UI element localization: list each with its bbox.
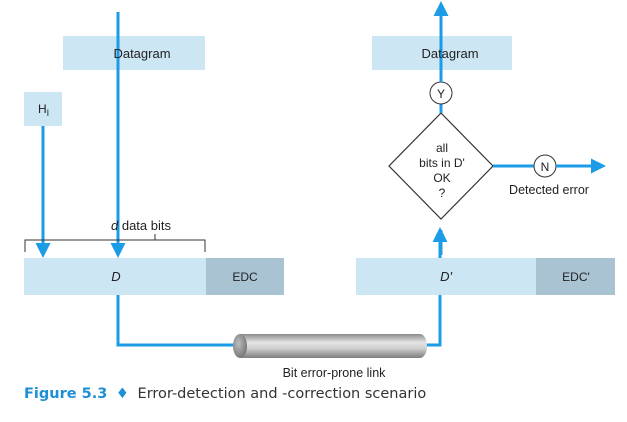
link-label: Bit error-prone link: [283, 366, 387, 380]
receiver-datagram-label: Datagram: [421, 46, 478, 61]
sender-datagram-label: Datagram: [113, 46, 170, 61]
figure-number: Figure 5.3: [24, 386, 108, 402]
decision-line-1: all: [436, 141, 448, 155]
decision-line-4: ?: [439, 186, 446, 200]
caption-separator: ♦: [115, 386, 129, 402]
header-label: HI: [38, 102, 49, 118]
no-label: N: [541, 160, 550, 174]
sender-edc-field: [206, 258, 284, 295]
header-box: [24, 92, 62, 126]
sender-datagram-box: [63, 36, 205, 70]
sender-data-field: [24, 258, 206, 295]
decision-line-2: bits in D': [419, 156, 465, 170]
receiver-edc-label: EDC': [562, 270, 590, 284]
decision-diamond: [388, 112, 494, 220]
data-bits-label: d data bits: [111, 218, 171, 233]
receiver-data-field: [356, 258, 536, 295]
yes-label: Y: [437, 87, 445, 101]
caption-text: Error-detection and -correction scenario: [137, 386, 427, 402]
receiver-data-label: D': [440, 269, 452, 284]
link-pipe: [233, 334, 427, 358]
receiver-edc-field: [536, 258, 615, 295]
detected-error-label: Detected error: [509, 183, 589, 197]
sender-data-label: D: [111, 269, 120, 284]
figure-caption: Figure 5.3 ♦ Error-detection and -correc…: [24, 386, 426, 402]
decision-line-3: OK: [433, 171, 450, 185]
data-bits-brace: [24, 234, 206, 252]
sender-edc-label: EDC: [232, 270, 258, 284]
